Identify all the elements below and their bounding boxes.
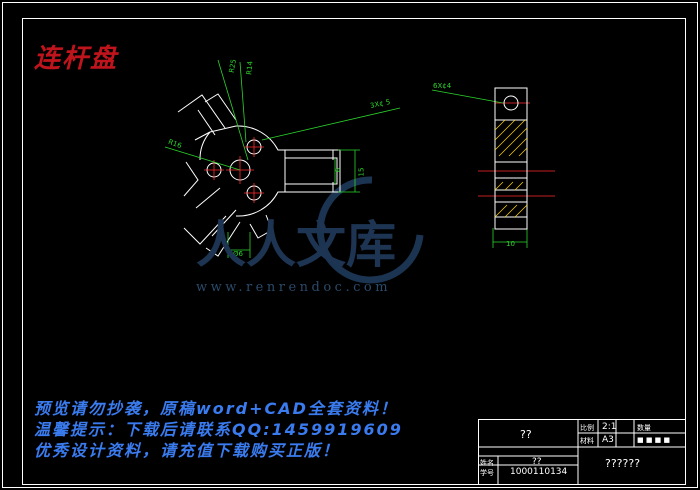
dim-d6: Ø6: [233, 250, 243, 258]
inner-frame: [22, 18, 686, 485]
scale-label: 比例: [580, 424, 594, 432]
center-lines: [204, 102, 555, 203]
side-view: [494, 87, 528, 230]
dim-10: 10: [506, 240, 515, 248]
dim-6: 6: [334, 167, 343, 173]
student-label: 学号: [480, 469, 494, 477]
sheet-marks: ■ ■ ■ ■: [637, 436, 671, 444]
scale-value: 2:1: [602, 422, 617, 432]
dimension-lines: [164, 59, 528, 258]
watermark-text: 人人文库: [196, 215, 396, 274]
material-label: 材料: [580, 437, 594, 445]
student-value: 1000110134: [510, 467, 568, 477]
school-name: ??????: [605, 457, 641, 470]
name-label: 姓名: [480, 459, 494, 467]
title-block: [478, 419, 686, 485]
count-label: 数量: [637, 424, 651, 432]
drawing-title: 连杆盘: [34, 44, 119, 74]
material-value: A3: [602, 435, 614, 445]
name-value: ??: [532, 457, 542, 467]
dim-15: 15: [357, 167, 366, 177]
dim-6x4: 6X¢4: [433, 82, 452, 90]
banner-line-1: 预览请勿抄袭，原稿word+CAD全套资料！: [34, 399, 398, 418]
watermark-url: www.renrendoc.com: [196, 280, 392, 295]
banner-line-3: 优秀设计资料，请充值下载购买正版！: [34, 441, 341, 460]
part-name: ??: [520, 428, 532, 441]
banner-line-2: 温馨提示：下载后请联系QQ:1459919609: [34, 420, 403, 439]
side-view-hatching: [494, 119, 528, 218]
dim-r14: R14: [245, 60, 255, 76]
